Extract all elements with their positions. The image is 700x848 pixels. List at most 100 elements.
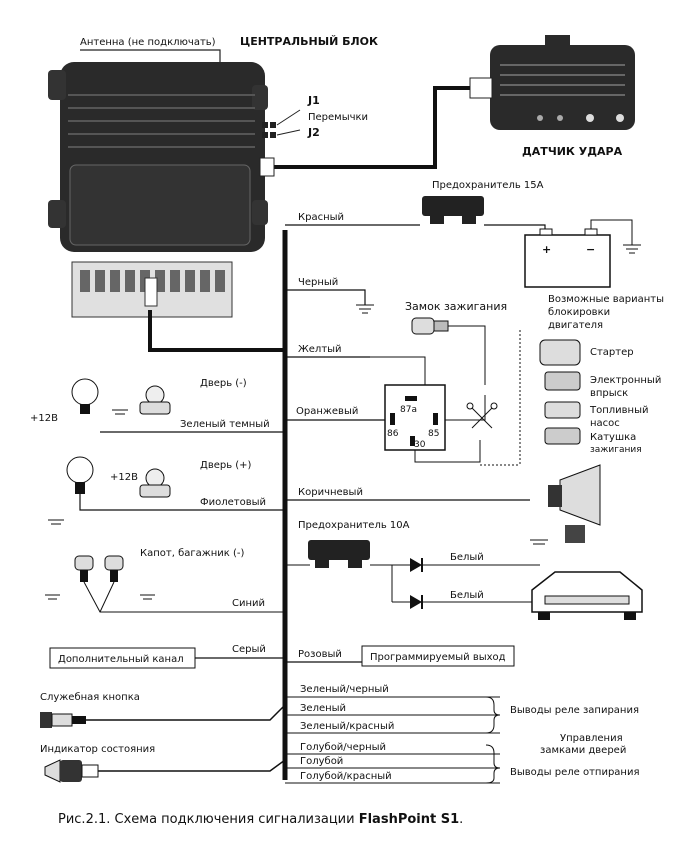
fuse15-label: Предохранитель 15А bbox=[432, 180, 544, 191]
relay-pin-85: 85 bbox=[428, 429, 439, 439]
central-unit-title: ЦЕНТРАЛЬНЫЙ БЛОК bbox=[240, 35, 378, 48]
ignition-lock bbox=[411, 317, 449, 335]
unlock-relay-brace bbox=[485, 744, 501, 784]
battery-ground-icon bbox=[623, 244, 641, 254]
relay-30-wire bbox=[414, 440, 481, 463]
blocking-options-line1: Возможные варианты bbox=[548, 294, 664, 305]
black-wire bbox=[285, 289, 366, 305]
red-wire-label: Красный bbox=[298, 212, 344, 223]
black-ground-icon bbox=[356, 304, 374, 314]
door-minus-lamp bbox=[71, 378, 99, 414]
blue-black-label: Голубой/черный bbox=[300, 742, 386, 753]
door-control-label-2: замками дверей bbox=[540, 745, 626, 756]
pink-wire-label: Розовый bbox=[298, 649, 342, 660]
cut-scissors-icon bbox=[466, 402, 498, 429]
service-button-icon bbox=[40, 712, 86, 728]
relay-pin-87a: 87a bbox=[400, 405, 417, 415]
car-icon bbox=[531, 571, 643, 620]
j1-label: J1 bbox=[307, 94, 320, 107]
prog-output-label: Программируемый выход bbox=[370, 652, 506, 663]
battery-minus: − bbox=[586, 243, 595, 256]
figure-caption: Рис.2.1. Схема подключения сигнализации … bbox=[58, 812, 463, 827]
antenna-wire bbox=[80, 49, 221, 62]
door-plus-label: Дверь (+) bbox=[200, 460, 252, 471]
plus12-door-plus: +12В bbox=[110, 472, 138, 483]
j2-leader bbox=[276, 129, 301, 136]
battery-plus: + bbox=[542, 243, 551, 256]
blue-wire-label: Синий bbox=[232, 598, 265, 609]
shock-sensor bbox=[469, 35, 635, 130]
fuel-pump-label-2: насос bbox=[590, 418, 620, 429]
door-plus-lamp bbox=[66, 456, 94, 494]
ignition-wire bbox=[448, 325, 486, 385]
green-red-label: Зеленый/красный bbox=[300, 721, 394, 732]
hood-trunk-label: Капот, багажник (-) bbox=[140, 548, 245, 559]
fuse10 bbox=[308, 540, 370, 568]
relay-pin-30: 30 bbox=[414, 440, 426, 450]
shock-sensor-connector bbox=[259, 157, 275, 177]
prog-output-box bbox=[361, 645, 515, 667]
j1-leader bbox=[276, 109, 301, 126]
diode-1 bbox=[410, 558, 423, 572]
service-button-label: Служебная кнопка bbox=[40, 692, 140, 703]
door-plus-ground-icon bbox=[48, 519, 64, 525]
blocking-options-line2: блокировки bbox=[548, 307, 610, 318]
starter-label: Стартер bbox=[590, 347, 634, 358]
relay-pin-86: 86 bbox=[387, 429, 399, 439]
battery bbox=[524, 228, 611, 288]
antenna-label: Антенна (не подключать) bbox=[80, 37, 216, 48]
jumpers-label: Перемычки bbox=[308, 112, 368, 123]
siren-icon bbox=[548, 464, 601, 543]
door-minus-label: Дверь (-) bbox=[200, 378, 247, 389]
white-wire-2-label: Белый bbox=[450, 590, 484, 601]
fuel-pump-label-1: Топливный bbox=[589, 405, 648, 416]
lock-relay-brace bbox=[485, 696, 501, 734]
ignition-coil-label-1: Катушка bbox=[590, 432, 636, 443]
injection-label-1: Электронный bbox=[590, 375, 661, 386]
dark-green-wire-label: Зеленый темный bbox=[180, 419, 270, 430]
door-control-label-1: Управления bbox=[560, 733, 623, 744]
caption-product: FlashPoint S1 bbox=[359, 812, 459, 827]
harness-feed bbox=[148, 310, 285, 352]
blocking-options-line3: двигателя bbox=[548, 320, 603, 331]
fuse15 bbox=[422, 196, 484, 224]
caption-suffix: . bbox=[459, 812, 463, 827]
door-minus-ground-icon bbox=[112, 409, 128, 415]
light-blue-label: Голубой bbox=[300, 756, 343, 767]
injection-label-2: впрыск bbox=[590, 388, 628, 399]
status-led-label: Индикатор состояния bbox=[40, 744, 155, 755]
ignition-coil-label-2: зажигания bbox=[590, 445, 642, 455]
ignition-coil-icon bbox=[544, 427, 581, 445]
blocking-options-bracket bbox=[480, 330, 521, 466]
relay-85-wire bbox=[445, 395, 486, 421]
unlock-relay-label: Выводы реле отпирания bbox=[510, 767, 640, 778]
hood-ground-icons bbox=[45, 594, 155, 600]
ignition-lock-label: Замок зажигания bbox=[405, 300, 507, 313]
shock-sensor-cable bbox=[268, 86, 470, 169]
gray-wire-label: Серый bbox=[232, 644, 266, 655]
service-button-wire bbox=[86, 704, 286, 721]
siren-ground-icon bbox=[530, 539, 548, 545]
green-label: Зеленый bbox=[300, 703, 346, 714]
green-black-label: Зеленый/черный bbox=[300, 684, 389, 695]
injection-icon bbox=[544, 371, 581, 391]
lock-relay-label: Выводы реле запирания bbox=[510, 705, 639, 716]
shock-sensor-label: ДАТЧИК УДАРА bbox=[522, 145, 623, 158]
fuse-battery-wire bbox=[484, 224, 546, 235]
fuse10-label: Предохранитель 10А bbox=[298, 520, 410, 531]
door-minus-switch bbox=[139, 385, 171, 415]
white-wire-1-label: Белый bbox=[450, 552, 484, 563]
plus12-door-minus: +12В bbox=[30, 413, 58, 424]
door-plus-switch bbox=[139, 468, 171, 498]
caption-prefix: Рис.2.1. Схема подключения сигнализации bbox=[58, 812, 359, 827]
status-led-icon bbox=[44, 759, 99, 783]
jumper-pins bbox=[262, 122, 276, 138]
central-unit bbox=[48, 62, 268, 318]
fuse10-out bbox=[370, 564, 393, 602]
orange-wire-label: Оранжевый bbox=[296, 406, 358, 417]
battery-ground-wire bbox=[590, 219, 633, 245]
black-wire-label: Черный bbox=[298, 277, 338, 288]
j2-label: J2 bbox=[307, 126, 320, 139]
brown-wire-label: Коричневый bbox=[298, 487, 363, 498]
